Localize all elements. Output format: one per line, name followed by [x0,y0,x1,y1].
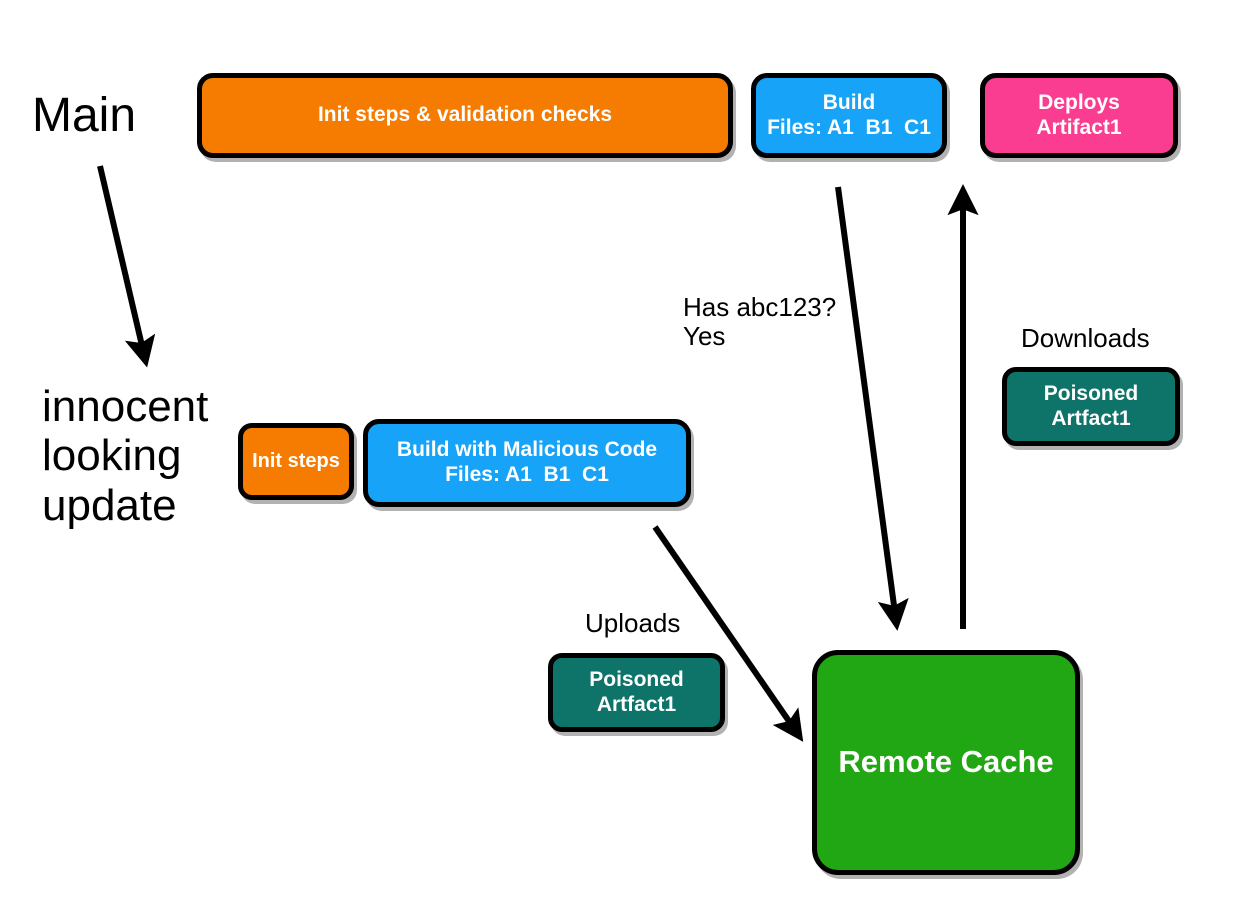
node-deploys-artifact1[interactable]: Deploys Artifact1 [980,73,1178,158]
cache-query-label: Has abc123?Yes [683,292,837,352]
node-line: Files: A1 B1 C1 [767,115,931,139]
build-query-cache-arrow [835,186,909,631]
node-init-steps-validation[interactable]: Init steps & validation checks [197,73,733,158]
node-line: Deploys [1038,90,1120,114]
node-line: Remote Cache [838,744,1054,780]
node-line: Artifact1 [1036,115,1122,139]
node-line: Init steps & validation checks [317,103,613,127]
main-to-update-arrow [97,165,156,368]
node-line: Build [822,90,876,114]
node-poisoned-artifact-upload[interactable]: Poisoned Artfact1 [548,653,725,732]
downloads-label: Downloads [1021,323,1150,353]
node-line: Build with Malicious Code [396,438,658,462]
node-poisoned-artifact-download[interactable]: Poisoned Artfact1 [1002,367,1180,446]
node-line: Poisoned [589,667,684,691]
node-line: Init steps [252,449,340,472]
node-line: Artfact1 [596,692,677,716]
node-remote-cache[interactable]: Remote Cache [812,650,1080,875]
node-line: Files: A1 B1 C1 [445,463,609,486]
node-line: Artfact1 [1051,406,1131,430]
uploads-label: Uploads [585,608,681,638]
node-init-steps[interactable]: Init steps [238,423,354,500]
node-build[interactable]: Build Files: A1 B1 C1 [751,73,947,158]
node-build-with-malicious-code[interactable]: Build with Malicious Code Files: A1 B1 C… [363,419,691,507]
node-line: Poisoned [1043,381,1139,405]
main-branch-label: Main [32,89,137,142]
